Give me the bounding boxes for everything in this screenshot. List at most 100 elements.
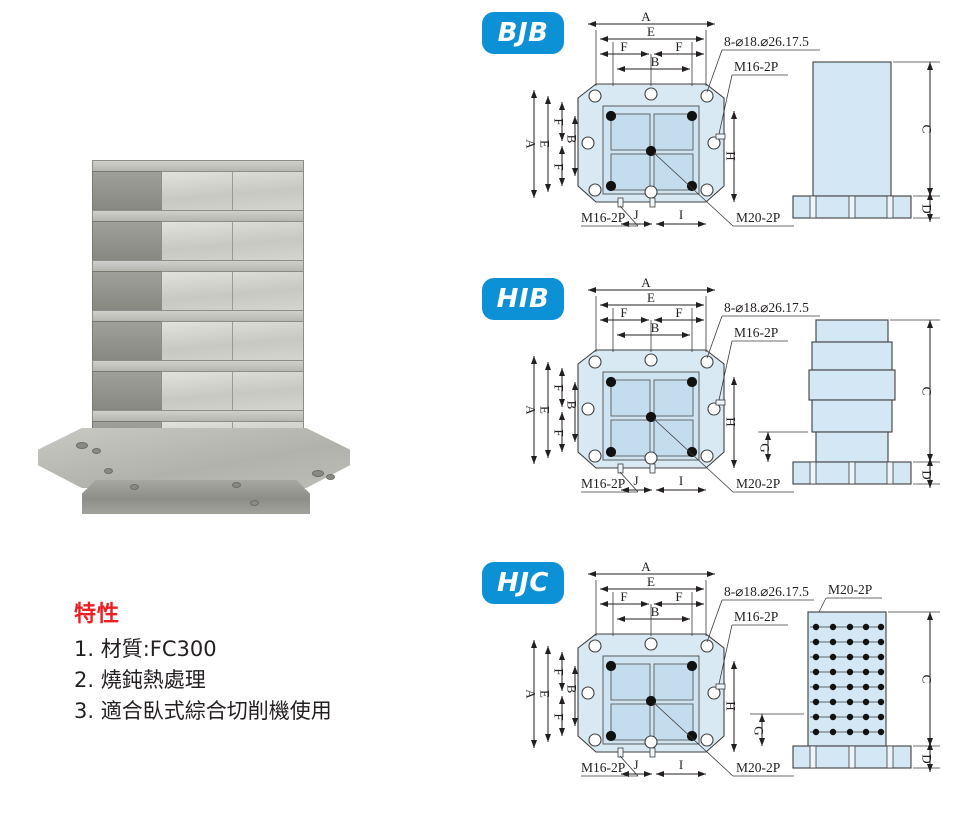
bjb-callouts: 8-⌀18.⌀26.17.5 M16-2P — [706, 34, 820, 135]
hjc-callouts: 8-⌀18.⌀26.17.5 M20-2P M16-2P — [706, 582, 882, 685]
dim-label-A-vert: A — [524, 689, 539, 699]
dim-label-F-bottom: F — [552, 163, 567, 170]
tier-left-face — [92, 371, 162, 413]
feature-item-3: 3. 適合臥式綜合切削機使用 — [74, 699, 332, 724]
bjb-elevation-view: C D — [792, 61, 940, 222]
dim-label-B-vert: B — [565, 401, 580, 410]
dim-label-B: B — [651, 604, 660, 619]
tombstone-block-image — [34, 150, 354, 520]
tier-left-face — [92, 321, 162, 363]
callout-m16-side: M16-2P — [734, 609, 778, 624]
features-section: 特性 1. 材質:FC300 2. 燒鈍熱處理 3. 適合臥式綜合切削機使用 — [74, 596, 474, 727]
tier-left-face — [92, 271, 162, 313]
base-mounting-hole — [76, 442, 88, 449]
dim-label-F-top: F — [552, 384, 567, 391]
dim-label-H: H — [724, 151, 739, 160]
dim-label-E-vert: E — [538, 690, 553, 698]
dim-label-I: I — [679, 473, 683, 488]
dim-label-F-left: F — [620, 305, 627, 320]
dim-label-B: B — [651, 54, 660, 69]
callout-m16-bottom: M16-2P — [581, 210, 625, 225]
hib-elevation-view: C D G — [758, 319, 940, 488]
dim-label-J: J — [633, 207, 638, 222]
dim-label-F-bottom: F — [552, 429, 567, 436]
bjb-bottom-dimensions: J I M16-2P M20-2P — [581, 152, 794, 227]
dim-label-A-vert: A — [524, 405, 539, 415]
callout-counterbore: 8-⌀18.⌀26.17.5 — [724, 300, 809, 315]
feature-item-1: 1. 材質:FC300 — [74, 637, 217, 661]
callout-counterbore: 8-⌀18.⌀26.17.5 — [724, 34, 809, 49]
callout-m16-side: M16-2P — [734, 325, 778, 340]
base-top-surface — [38, 428, 350, 488]
dim-label-F-left: F — [620, 589, 627, 604]
hib-drawing: A E F F B A E F — [478, 272, 969, 542]
dim-label-J: J — [633, 757, 638, 772]
callout-m20-bottom: M20-2P — [736, 476, 780, 491]
base-mounting-hole — [326, 474, 335, 480]
bjb-top-dimensions: A E F F B — [588, 9, 715, 86]
dim-label-G: G — [758, 443, 773, 452]
tier-seam — [232, 172, 233, 212]
dim-label-A-vert: A — [524, 139, 539, 149]
dim-label-D: D — [920, 470, 935, 479]
dim-label-E: E — [647, 24, 655, 39]
dim-label-H: H — [724, 701, 739, 710]
dim-label-C: C — [920, 125, 935, 134]
hib-h-dimension: H — [724, 377, 739, 468]
hib-left-dimensions: A E F F B — [524, 356, 580, 464]
bjb-plan-view — [577, 83, 726, 208]
hjc-top-dimensions: A E F F B — [588, 559, 715, 636]
tombstone-stack — [92, 160, 304, 463]
dim-label-E: E — [647, 574, 655, 589]
dim-label-F-left: F — [620, 39, 627, 54]
hib-bottom-dimensions: J I M16-2P M20-2P — [581, 418, 794, 493]
dim-label-A: A — [641, 275, 651, 290]
bjb-drawing: A E F F B A E F — [478, 6, 969, 266]
callout-m16-bottom: M16-2P — [581, 476, 625, 491]
dim-label-D: D — [920, 754, 935, 763]
dim-label-F-right: F — [675, 39, 682, 54]
tier-seam — [232, 372, 233, 412]
model-block-bjb: B J B — [478, 6, 969, 266]
product-photo — [34, 150, 354, 520]
dim-label-C: C — [920, 675, 935, 684]
base-mounting-hole — [312, 470, 324, 477]
base-mounting-hole — [130, 484, 139, 490]
hjc-h-dimension: H — [724, 661, 739, 752]
dim-label-H: H — [724, 417, 739, 426]
tier-left-face — [92, 171, 162, 213]
model-badge-hib: HIB — [482, 278, 564, 320]
dim-label-A: A — [641, 559, 651, 574]
base-front-face — [82, 480, 310, 514]
model-block-hjc: H J C — [478, 556, 969, 833]
tier-seam — [232, 222, 233, 262]
hjc-plan-view — [577, 633, 726, 758]
callout-counterbore: 8-⌀18.⌀26.17.5 — [724, 584, 809, 599]
model-badge-hjc: HJC — [482, 562, 564, 604]
tier-seam — [232, 272, 233, 312]
hjc-elevation-view: C D G — [750, 611, 940, 772]
dim-label-E-vert: E — [538, 140, 553, 148]
tier-left-face — [92, 221, 162, 263]
tier-seam — [232, 322, 233, 362]
dim-label-F-bottom: F — [552, 713, 567, 720]
model-badge-bjb: BJB — [482, 12, 564, 54]
dim-label-E-vert: E — [538, 406, 553, 414]
callout-m20-bottom: M20-2P — [736, 760, 780, 775]
dim-label-I: I — [679, 207, 683, 222]
bjb-h-dimension: H — [724, 111, 739, 202]
dim-label-B-vert: B — [565, 135, 580, 144]
dim-label-F-right: F — [675, 305, 682, 320]
dim-label-B: B — [651, 320, 660, 335]
hib-top-dimensions: A E F F B — [588, 275, 715, 352]
hib-plan-view — [577, 349, 726, 474]
dim-label-G: G — [752, 726, 767, 735]
dim-label-A: A — [641, 9, 651, 24]
base-plate — [34, 428, 354, 520]
hjc-bottom-dimensions: J I M16-2P M20-2P — [581, 702, 794, 777]
bjb-left-dimensions: A E F F B — [524, 90, 580, 198]
dim-label-F-top: F — [552, 668, 567, 675]
hjc-left-dimensions: A E F F B — [524, 640, 580, 748]
dim-label-F-top: F — [552, 118, 567, 125]
